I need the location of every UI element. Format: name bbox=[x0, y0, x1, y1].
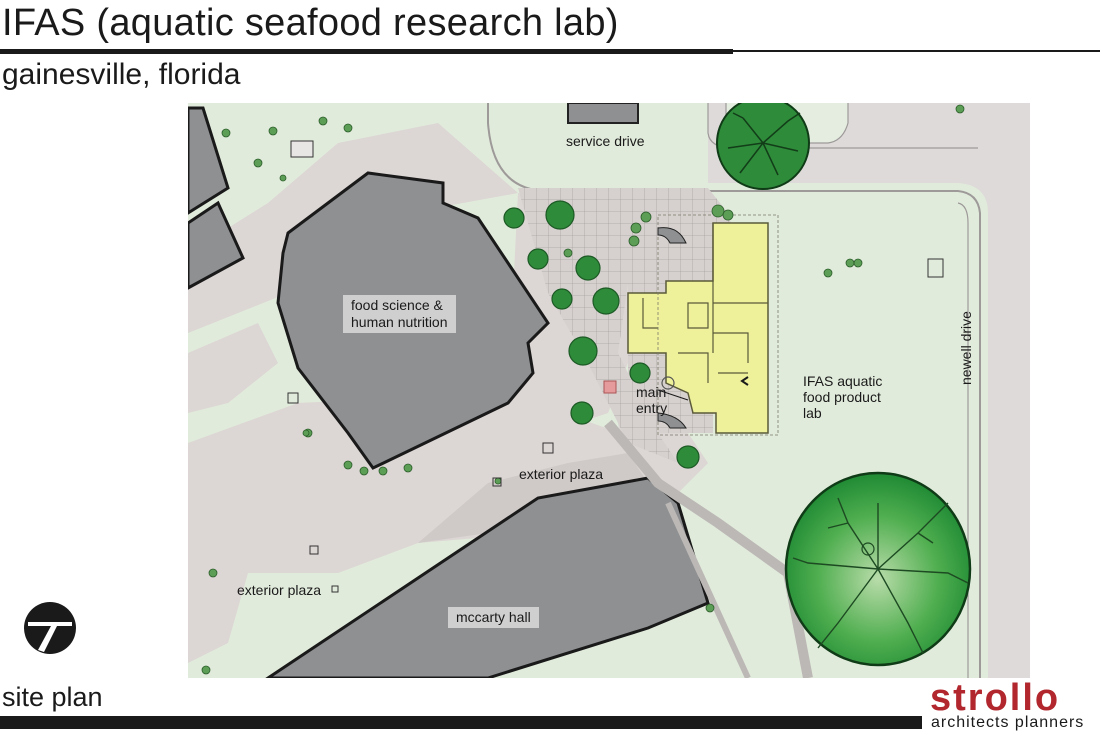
label-ifas-line2: food product bbox=[803, 389, 881, 405]
site-plan-drawing: service drive food science & human nutri… bbox=[188, 103, 1030, 678]
label-main-entry-line1: main bbox=[636, 384, 667, 400]
label-exterior-plaza-2: exterior plaza bbox=[237, 582, 322, 598]
building-north-small bbox=[567, 103, 639, 124]
label-exterior-plaza-1: exterior plaza bbox=[519, 466, 604, 482]
label-food-science: food science & human nutrition bbox=[343, 295, 456, 333]
label-food-science-line1: food science & bbox=[351, 297, 443, 313]
title-rule-thin bbox=[733, 50, 1100, 52]
label-newell-drive: newell drive bbox=[958, 311, 974, 385]
page-subtitle: gainesville, florida bbox=[2, 58, 241, 91]
footer-rule bbox=[0, 716, 922, 729]
label-main-entry: main entry bbox=[636, 384, 667, 416]
tree-southeast bbox=[784, 471, 972, 667]
building-northwest-2 bbox=[188, 200, 245, 290]
label-service-drive: service drive bbox=[566, 133, 645, 149]
label-mccarty-hall: mccarty hall bbox=[448, 607, 539, 628]
tree-row bbox=[503, 200, 700, 469]
label-main-entry-line2: entry bbox=[636, 400, 668, 416]
label-food-science-line2: human nutrition bbox=[351, 314, 448, 330]
road-service-drive bbox=[308, 103, 1030, 678]
shrub-group bbox=[201, 104, 965, 675]
north-arrow-icon bbox=[22, 600, 78, 661]
label-ifas-line3: lab bbox=[803, 405, 822, 421]
building-northwest-1 bbox=[188, 106, 230, 215]
plaza-paving-grid bbox=[518, 188, 748, 463]
page-title: IFAS (aquatic seafood research lab) bbox=[2, 2, 619, 44]
entry-marker bbox=[603, 380, 617, 394]
section-label: site plan bbox=[2, 682, 103, 712]
company-logo: strollo bbox=[930, 677, 1061, 719]
title-rule bbox=[0, 49, 733, 54]
site-plan-svg bbox=[188, 103, 1030, 678]
tree-northeast bbox=[716, 103, 810, 190]
label-ifas-lab: IFAS aquatic food product lab bbox=[803, 373, 882, 421]
company-tagline: architects planners bbox=[931, 714, 1085, 731]
label-ifas-line1: IFAS aquatic bbox=[803, 373, 883, 389]
